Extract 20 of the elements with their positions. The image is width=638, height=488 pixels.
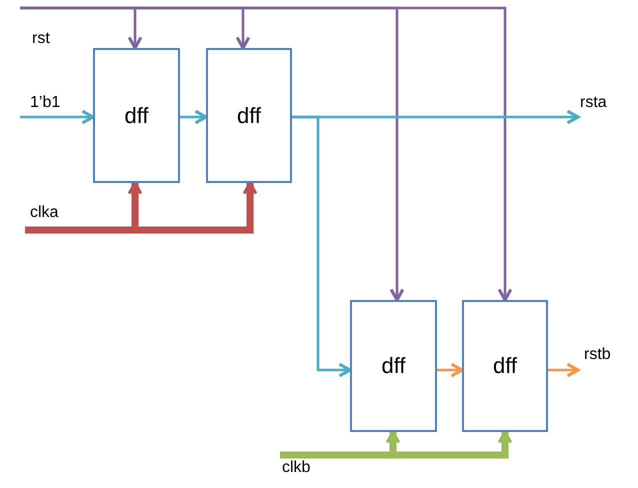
signal-label: rstb	[584, 346, 611, 364]
connector-arrow	[548, 362, 580, 378]
signal-label: rst	[32, 30, 50, 48]
box-label: dff	[381, 353, 406, 379]
connector-arrow	[20, 6, 512, 302]
signal-label: clka	[30, 204, 58, 222]
flip-flop-box	[462, 300, 548, 432]
connector-arrow	[292, 116, 352, 378]
flip-flop-box	[93, 48, 180, 183]
flip-flop-box	[350, 300, 437, 432]
connector-arrow	[180, 110, 208, 124]
signal-label: 1’b1	[30, 94, 60, 112]
box-label: dff	[236, 102, 262, 128]
box-label: dff	[124, 102, 149, 128]
signal-label: rsta	[580, 94, 607, 112]
connector-arrow	[437, 362, 464, 378]
signal-label: clkb	[282, 459, 310, 477]
connector-arrow	[20, 110, 95, 124]
flip-flop-box	[206, 48, 292, 183]
box-label: dff	[492, 353, 518, 379]
